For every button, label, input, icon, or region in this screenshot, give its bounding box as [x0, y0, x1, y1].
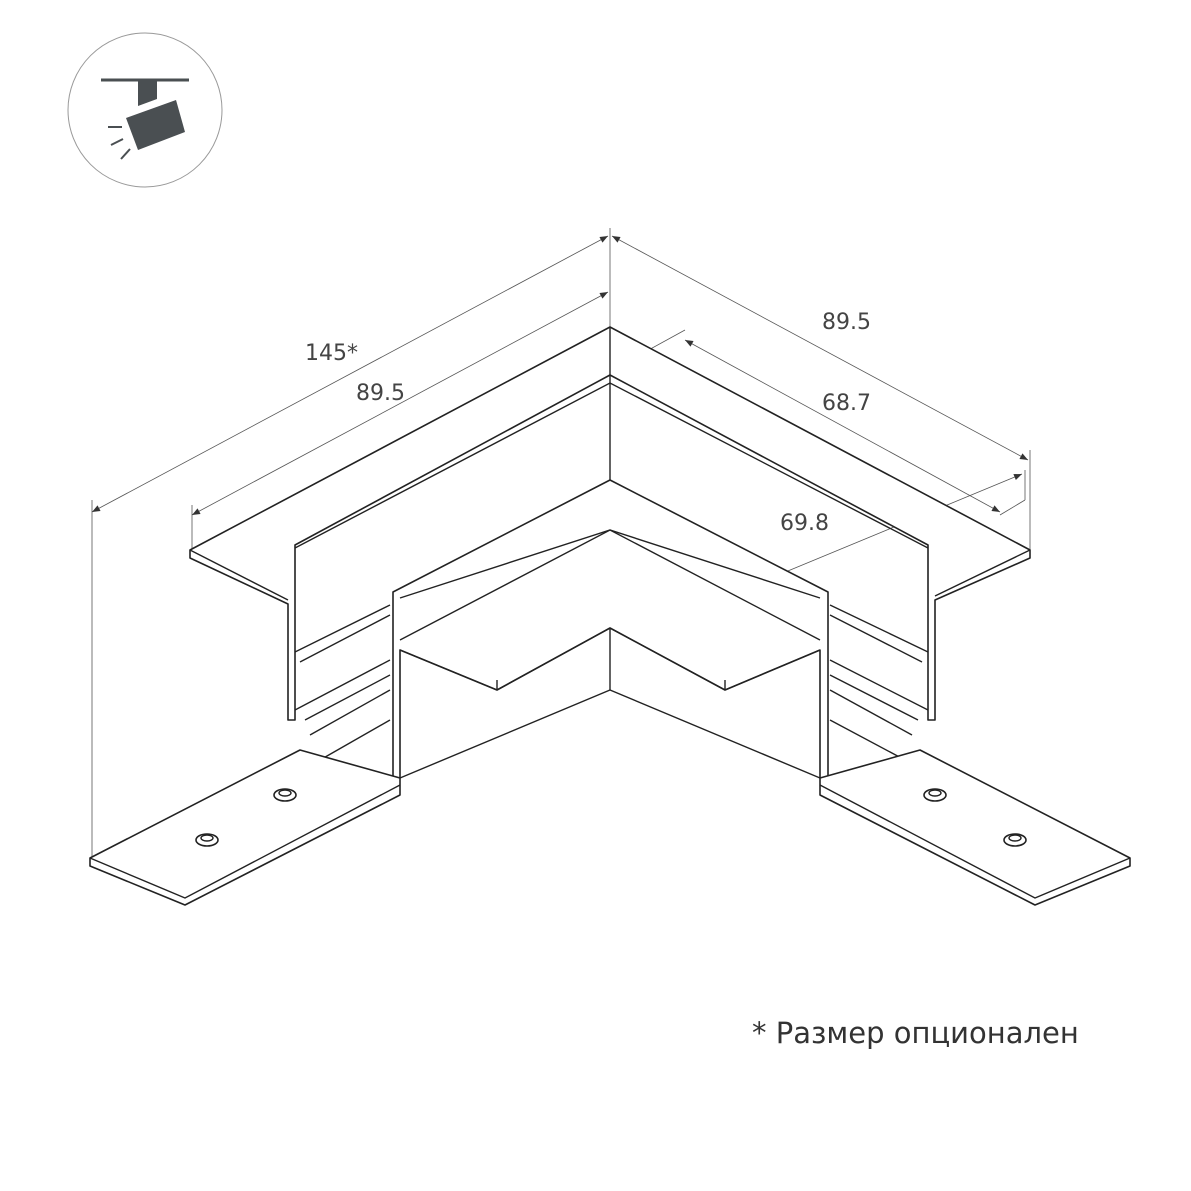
screw-icon [195, 833, 219, 847]
dimension-right-length: 89.5 [822, 310, 871, 335]
dimension-right-inner: 68.7 [822, 391, 871, 416]
screw-icon [923, 788, 947, 802]
screw-icon [273, 788, 297, 802]
screws [195, 788, 1027, 847]
dimension-total-length: 145* [305, 341, 358, 366]
optional-size-note: * Размер опционален [752, 1016, 1079, 1050]
dimension-left-length: 89.5 [356, 381, 405, 406]
screw-icon [1003, 833, 1027, 847]
corner-connector [89, 326, 1131, 906]
track-spotlight-icon [67, 32, 223, 188]
dimension-right-block: 69.8 [780, 511, 829, 536]
